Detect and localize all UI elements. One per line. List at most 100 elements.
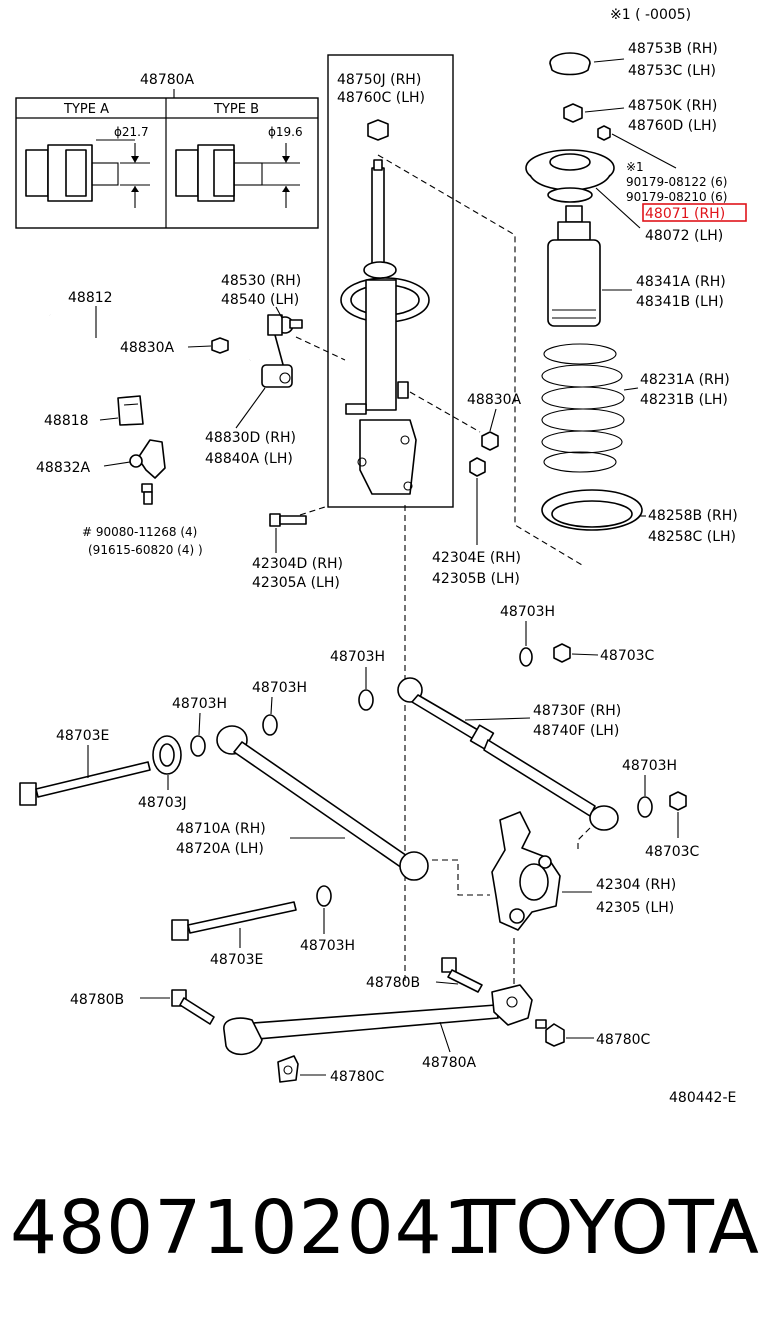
coil-spring-48231a xyxy=(541,343,625,473)
label-48703J: 48703J xyxy=(138,795,187,811)
washer-48703h-a xyxy=(519,647,533,667)
nut-48750k xyxy=(563,103,583,123)
label-48750K: 48750K (RH) xyxy=(628,98,717,114)
type-a-bushing xyxy=(25,139,150,208)
bushing-48818 xyxy=(117,395,144,426)
label-42305A: 42305A (LH) xyxy=(252,575,340,591)
type-b-bushing xyxy=(175,143,300,208)
washer-48703h-f xyxy=(316,885,332,907)
stabilizer-link xyxy=(261,314,303,388)
knuckle-42304 xyxy=(491,811,561,931)
nut-48830a-mid xyxy=(481,431,499,451)
label-48703H-e: 48703H xyxy=(252,680,307,696)
label-48703H-c: 48703H xyxy=(622,758,677,774)
washer-48703h-e xyxy=(262,714,278,736)
label-48703H-f: 48703H xyxy=(300,938,355,954)
label-48071: 48071 (RH) xyxy=(645,206,725,222)
label-42304: 42304 (RH) xyxy=(596,877,676,893)
label-48710A: 48710A (RH) xyxy=(176,821,266,837)
label-48231A: 48231A (RH) xyxy=(640,372,730,388)
label-90179-b: 90179-08210 (6) xyxy=(626,190,728,204)
label-48780A: 48780A xyxy=(422,1055,477,1071)
bump-stop-48341a xyxy=(547,205,601,327)
label-48720A: 48720A (LH) xyxy=(176,841,264,857)
washer-48703j xyxy=(152,735,182,775)
label-48780C-b: 48780C xyxy=(330,1069,385,1085)
type-b-dimension: ϕ19.6 xyxy=(268,125,303,139)
stabilizer-bar xyxy=(49,313,251,391)
label-48830A-mid: 48830A xyxy=(467,392,522,408)
bolt-48703e-b xyxy=(171,901,297,941)
label-42304E: 42304E (RH) xyxy=(432,550,521,566)
bolt-48703e-a xyxy=(19,761,151,806)
bolt-42304d xyxy=(269,513,307,527)
label-48258B: 48258B (RH) xyxy=(648,508,738,524)
label-48740F: 48740F (LH) xyxy=(533,723,619,739)
washer-48703h-d xyxy=(190,735,206,757)
label-48703E-b: 48703E xyxy=(210,952,263,968)
type-box-title: 48780A xyxy=(140,72,195,88)
label-48750J: 48750J (RH) xyxy=(337,72,421,88)
label-48832A: 48832A xyxy=(36,460,91,476)
type-a-header: TYPE A xyxy=(63,102,109,117)
label-48530: 48530 (RH) xyxy=(221,273,301,289)
label-42305: 42305 (LH) xyxy=(596,900,674,916)
label-48818: 48818 xyxy=(44,413,89,429)
label-48780B-b: 48780B xyxy=(70,992,124,1008)
bolt-90080 xyxy=(141,483,153,505)
washer-48703h-c xyxy=(637,796,653,818)
label-48753B: 48753B (RH) xyxy=(628,41,718,57)
label-42304D: 42304D (RH) xyxy=(252,556,343,572)
label-48703H-d: 48703H xyxy=(172,696,227,712)
label-48703C-a: 48703C xyxy=(600,648,655,664)
label-48072: 48072 (LH) xyxy=(645,228,723,244)
arm-48710a xyxy=(216,725,429,881)
label-note1: ※1 xyxy=(626,160,644,174)
footer-part-number: 4807102041 xyxy=(10,1185,491,1271)
label-48231B: 48231B (LH) xyxy=(640,392,728,408)
label-48780B-a: 48780B xyxy=(366,975,420,991)
label-48703E-a: 48703E xyxy=(56,728,109,744)
label-48812: 48812 xyxy=(68,290,113,306)
nut-48703c-b xyxy=(669,791,687,811)
footer-brand: TOYOTA xyxy=(470,1185,759,1271)
diagram-code: 480442-E xyxy=(669,1090,736,1106)
label-48730F: 48730F (RH) xyxy=(533,703,621,719)
bracket-48832a xyxy=(137,439,166,479)
label-48780C-a: 48780C xyxy=(596,1032,651,1048)
label-48703C-b: 48703C xyxy=(645,844,700,860)
nut-42304e xyxy=(469,457,486,477)
label-48258C: 48258C (LH) xyxy=(648,529,736,545)
strut-assembly xyxy=(327,54,454,508)
label-48703H-b: 48703H xyxy=(330,649,385,665)
arm-48730f xyxy=(397,677,619,831)
label-48840A: 48840A (LH) xyxy=(205,451,293,467)
label-48830A-left: 48830A xyxy=(120,340,175,356)
cap-48753b xyxy=(549,52,591,76)
bolt-48780b-upper xyxy=(441,957,483,993)
washer-48703h-b xyxy=(358,689,374,711)
label-48753C: 48753C (LH) xyxy=(628,63,716,79)
label-48703H-a: 48703H xyxy=(500,604,555,620)
label-91615: (91615-60820 (4) ) xyxy=(88,543,203,557)
label-48341B: 48341B (LH) xyxy=(636,294,724,310)
nut-48780c-right xyxy=(535,1019,565,1047)
label-48540: 48540 (LH) xyxy=(221,292,299,308)
nut-48830a-left xyxy=(211,337,229,354)
label-48760D: 48760D (LH) xyxy=(628,118,717,134)
label-48341A: 48341A (RH) xyxy=(636,274,726,290)
spring-insulator-48258b xyxy=(541,489,643,531)
header-note: ※1 ( -0005) xyxy=(610,7,691,23)
strut-mount-48071 xyxy=(525,125,615,203)
type-a-dimension: ϕ21.7 xyxy=(114,125,149,139)
label-90080: # 90080-11268 (4) xyxy=(82,525,197,539)
highlight-48071 xyxy=(642,203,747,222)
label-42305B: 42305B (LH) xyxy=(432,571,520,587)
nut-48780c-left xyxy=(277,1055,299,1083)
label-48830D: 48830D (RH) xyxy=(205,430,296,446)
arm-48780a xyxy=(223,984,533,1056)
nut-48703c-a xyxy=(553,643,571,663)
type-inset-box: 48780A TYPE A TYPE B ϕ21.7 xyxy=(15,72,319,229)
bolt-48780b-left xyxy=(171,989,215,1025)
